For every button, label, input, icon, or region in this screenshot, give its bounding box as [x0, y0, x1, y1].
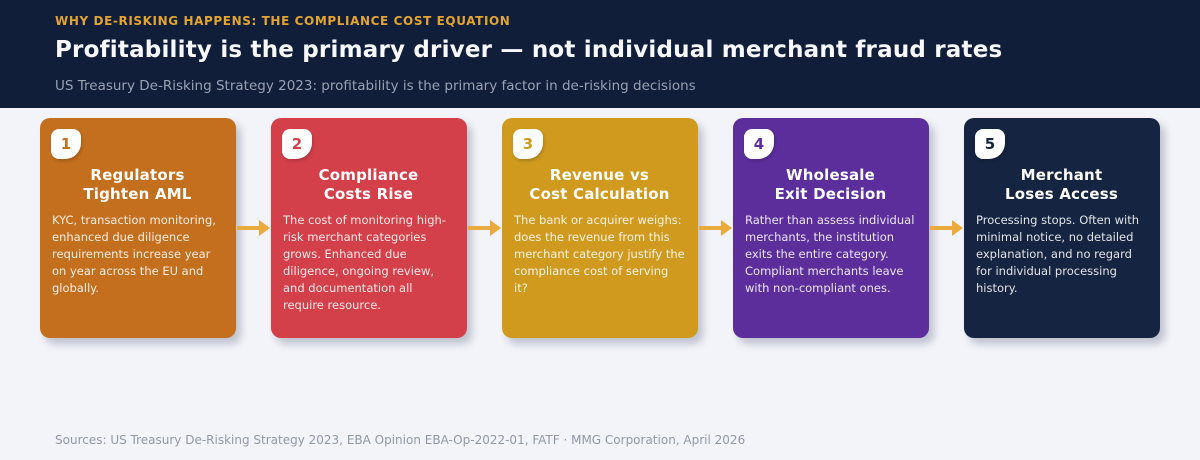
arrow-head-icon [952, 220, 963, 236]
step-title-line1: Compliance [318, 166, 419, 184]
page-title: Profitability is the primary driver — no… [55, 37, 1003, 63]
flow-card: 2 Compliance Costs Rise The cost of moni… [271, 118, 467, 338]
step-description: KYC, transaction monitoring, enhanced du… [52, 213, 216, 295]
flow-card: 1 Regulators Tighten AML KYC, transactio… [40, 118, 236, 338]
step-title: Regulators Tighten AML [51, 166, 224, 204]
step-title-line1: Wholesale [785, 166, 875, 184]
flow-card: 3 Revenue vs Cost Calculation The bank o… [502, 118, 698, 338]
step-title: Wholesale Exit Decision [744, 166, 917, 204]
step-number: 2 [291, 135, 303, 153]
step-title-line1: Revenue vs [549, 166, 650, 184]
step-title-line2: Costs Rise [323, 185, 414, 203]
step-number: 3 [522, 135, 534, 153]
step-description: Rather than assess individual merchants,… [745, 213, 915, 295]
arrow-head-icon [721, 220, 732, 236]
step-badge: 2 [282, 129, 312, 159]
step-badge: 4 [744, 129, 774, 159]
arrow-line [237, 226, 259, 230]
step-title: Compliance Costs Rise [282, 166, 455, 204]
step-badge: 3 [513, 129, 543, 159]
flow-arrow [467, 118, 502, 338]
step-title: Merchant Loses Access [975, 166, 1148, 204]
step-number: 4 [753, 135, 765, 153]
step-description: Processing stops. Often with minimal not… [976, 213, 1140, 295]
sources-footer: Sources: US Treasury De-Risking Strategy… [55, 433, 746, 447]
header: WHY DE-RISKING HAPPENS: THE COMPLIANCE C… [0, 0, 1200, 108]
subtitle: US Treasury De-Risking Strategy 2023: pr… [55, 78, 696, 94]
step-number: 5 [984, 135, 996, 153]
arrow-line [699, 226, 721, 230]
step-title-line2: Tighten AML [83, 185, 192, 203]
flow-arrow [236, 118, 271, 338]
arrow-line [930, 226, 952, 230]
step-number: 1 [60, 135, 72, 153]
step-title-line2: Loses Access [1005, 185, 1118, 203]
flow-diagram: 1 Regulators Tighten AML KYC, transactio… [40, 118, 1160, 338]
step-title-line1: Regulators [90, 166, 185, 184]
flow-arrow [929, 118, 964, 338]
step-badge: 5 [975, 129, 1005, 159]
arrow-head-icon [490, 220, 501, 236]
step-badge: 1 [51, 129, 81, 159]
flow-arrow [698, 118, 733, 338]
flow-card: 4 Wholesale Exit Decision Rather than as… [733, 118, 929, 338]
step-title-line1: Merchant [1020, 166, 1103, 184]
eyebrow: WHY DE-RISKING HAPPENS: THE COMPLIANCE C… [55, 14, 511, 28]
step-title-line2: Exit Decision [774, 185, 887, 203]
arrow-head-icon [259, 220, 270, 236]
step-title: Revenue vs Cost Calculation [513, 166, 686, 204]
step-description: The bank or acquirer weighs: does the re… [514, 213, 685, 295]
flow-card: 5 Merchant Loses Access Processing stops… [964, 118, 1160, 338]
arrow-line [468, 226, 490, 230]
step-description: The cost of monitoring high-risk merchan… [283, 213, 446, 312]
step-title-line2: Cost Calculation [529, 185, 670, 203]
